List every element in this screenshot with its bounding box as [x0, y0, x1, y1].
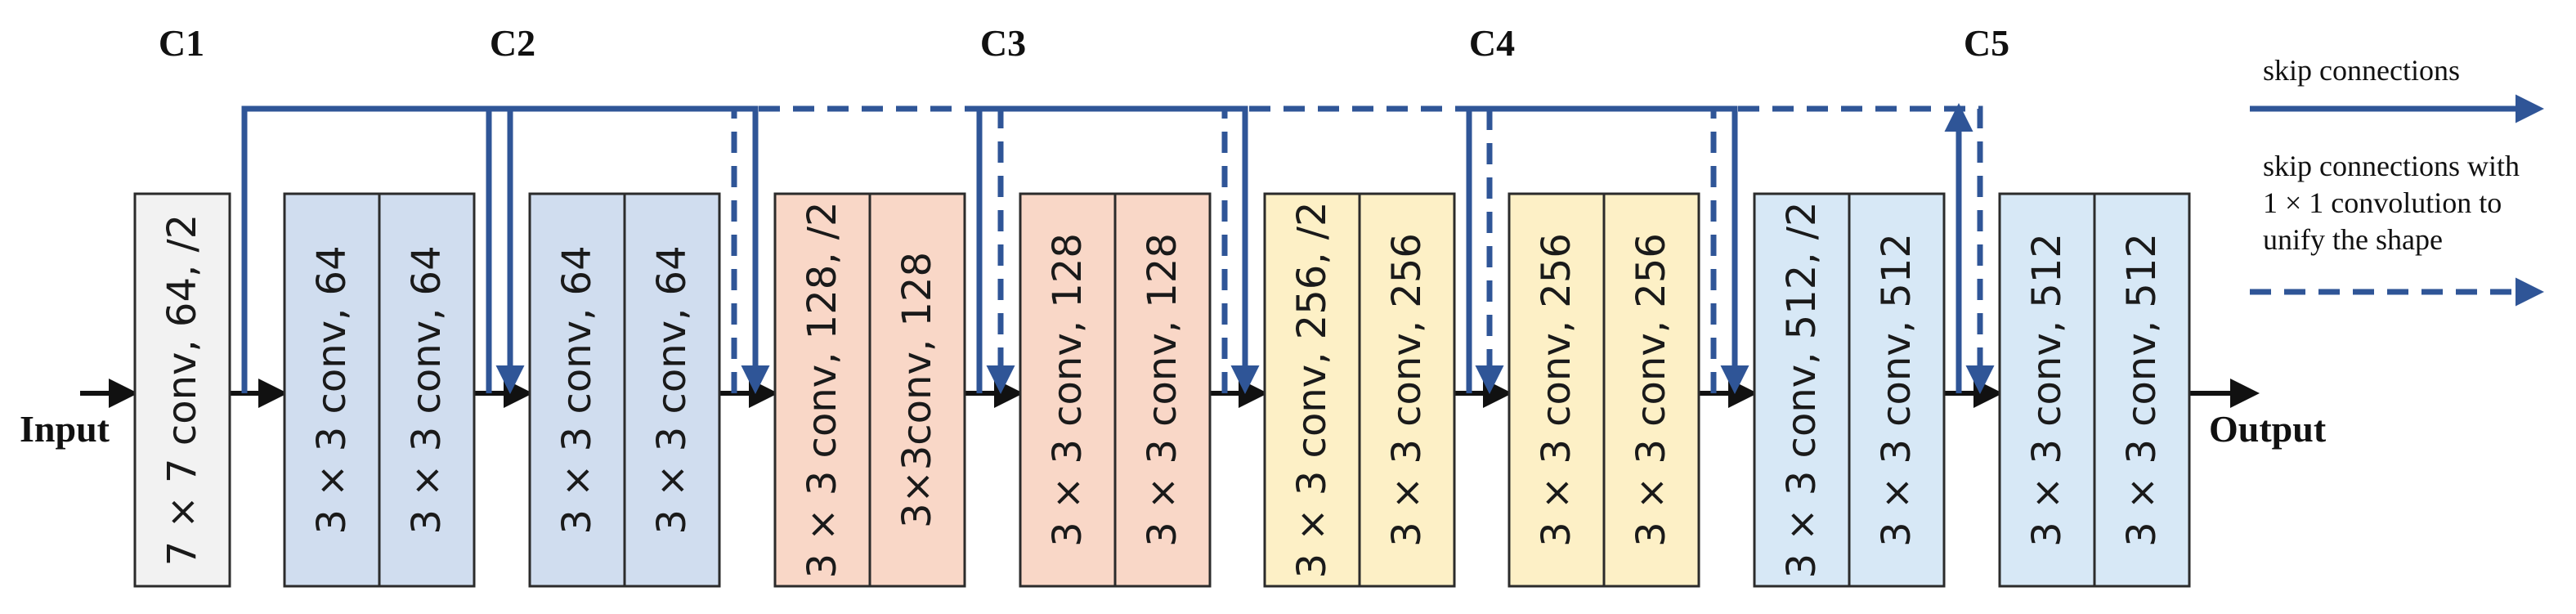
conv-block-8: 3 × 3 conv, 512, /2 3 × 3 conv, 512 [1753, 192, 1946, 588]
stage-label-c4: C4 [1469, 22, 1515, 64]
skip-connection-dashed [1710, 105, 1995, 394]
skip-connection-dashed [1221, 105, 1504, 394]
conv-layer-label: 3 × 3 conv, 512 [2119, 233, 2165, 547]
stage-label-c1: C1 [159, 22, 204, 64]
conv-layer-label: 3 × 3 conv, 512 [2024, 233, 2070, 547]
conv-layer-label: 3 × 3 conv, 64 [404, 245, 450, 534]
legend-dashed-label-line1: skip connections with [2263, 150, 2520, 182]
legend-dashed-label-line3: unify the shape [2263, 223, 2443, 256]
conv-layer-box [1753, 192, 1851, 588]
conv-layer-box [528, 192, 626, 588]
conv-layer-box [773, 192, 871, 588]
conv-block-7: 3 × 3 conv, 256 3 × 3 conv, 256 [1508, 192, 1700, 588]
conv-layer-label: 3×3conv, 128 [894, 252, 940, 528]
conv-layer-box [868, 192, 966, 588]
conv-layer-box [1508, 192, 1606, 588]
conv-block-6: 3 × 3 conv, 256, /2 3 × 3 conv, 256 [1263, 192, 1456, 588]
input-label: Input [20, 408, 110, 450]
skip-connection-solid [241, 105, 525, 394]
conv-layer-box [378, 192, 476, 588]
conv-layer-label: 3 × 3 conv, 128 [1140, 233, 1185, 547]
conv-layer-box [1998, 192, 2096, 588]
conv-layer-box [1602, 192, 1700, 588]
conv-layer-label: 3 × 3 conv, 64 [309, 245, 355, 534]
conv-layer-label: 3 × 3 conv, 256, /2 [1289, 201, 1335, 578]
output-label: Output [2209, 408, 2327, 450]
legend-solid-label: skip connections [2263, 54, 2460, 87]
skip-connections [241, 103, 1995, 394]
conv-layer-label: 3 × 3 conv, 256 [1384, 233, 1430, 547]
conv-layer-box [2093, 192, 2191, 588]
conv-layer-label: 3 × 3 conv, 256 [1534, 233, 1579, 547]
conv-layer-label: 7 × 7 conv, 64, /2 [159, 214, 205, 566]
conv-layer-label: 3 × 3 conv, 64 [554, 245, 600, 534]
conv-layer-label: 3 × 3 conv, 128 [1045, 233, 1091, 547]
conv-block-4: 3 × 3 conv, 128, /2 3×3conv, 128 [773, 192, 966, 588]
conv-layer-box [623, 192, 721, 588]
conv-block-9: 3 × 3 conv, 512 3 × 3 conv, 512 [1998, 192, 2191, 588]
stage-label-c3: C3 [980, 22, 1026, 64]
conv-block-2: 3 × 3 conv, 64 3 × 3 conv, 64 [283, 192, 476, 588]
conv-layer-box [1263, 192, 1361, 588]
skip-connection-dashed [731, 105, 1015, 394]
skip-connection-solid [486, 105, 770, 394]
conv-layer-label: 3 × 3 conv, 128, /2 [800, 201, 845, 578]
conv-block-3: 3 × 3 conv, 64 3 × 3 conv, 64 [528, 192, 721, 588]
conv-block-1: 7 × 7 conv, 64, /2 [133, 192, 231, 588]
conv-layer-label: 3 × 3 conv, 512, /2 [1779, 201, 1825, 578]
legend-dashed-label-line2: 1 × 1 convolution to [2263, 186, 2502, 219]
skip-connection-solid [976, 105, 1260, 394]
conv-layer-label: 3 × 3 conv, 64 [649, 245, 695, 534]
stage-label-c5: C5 [1964, 22, 2009, 64]
conv-block-5: 3 × 3 conv, 128 3 × 3 conv, 128 [1019, 192, 1212, 588]
conv-layer-box [1848, 192, 1946, 588]
conv-layer-box [133, 192, 231, 588]
conv-layer-box [1113, 192, 1212, 588]
conv-layer-label: 3 × 3 conv, 256 [1628, 233, 1674, 547]
conv-layer-label: 3 × 3 conv, 512 [1874, 233, 1920, 547]
conv-layer-box [283, 192, 381, 588]
conv-layer-box [1358, 192, 1456, 588]
conv-layer-box [1019, 192, 1117, 588]
stage-label-c2: C2 [490, 22, 535, 64]
skip-connection-solid [1466, 105, 1749, 394]
legend: skip connections skip connections with 1… [2250, 54, 2544, 307]
